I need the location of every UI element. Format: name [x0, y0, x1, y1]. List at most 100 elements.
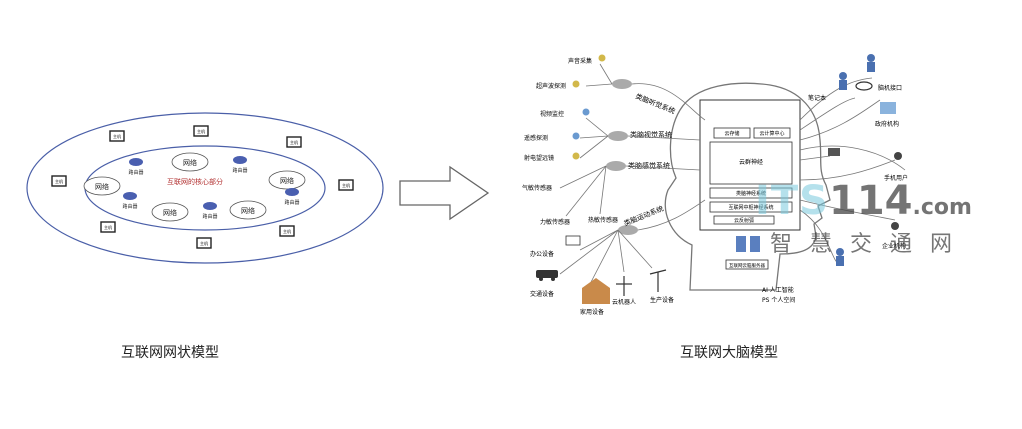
video-sensor-label: 视频监控 [540, 110, 564, 118]
svg-text:网络: 网络 [183, 158, 197, 167]
watermark-its: ITS [755, 178, 829, 224]
traffic-device-icon: 交通设备 [530, 270, 558, 298]
visual-system-hub: 类脑视觉系统 [608, 130, 672, 141]
svg-text:办公设备: 办公设备 [530, 250, 554, 258]
brain-interface-icon: 脑机接口 [855, 81, 902, 92]
svg-text:交通设备: 交通设备 [530, 290, 554, 298]
host-monitor-icon: 主机 [196, 237, 212, 249]
person-icon [867, 54, 875, 72]
server-icon: 互联网云脑服务器 [725, 236, 769, 270]
host-monitor-icon: 主机 [338, 179, 354, 191]
core-label: 互联网的核心部分 [167, 177, 223, 186]
mesh-model-caption: 互联网网状模型 [121, 345, 219, 361]
svg-text:主机: 主机 [342, 182, 350, 188]
svg-text:主机: 主机 [283, 228, 291, 234]
government-building-icon: 政府机构 [875, 102, 899, 128]
svg-text:主机: 主机 [200, 240, 208, 246]
network-cloud: 网络 [151, 202, 189, 222]
svg-text:路由器: 路由器 [202, 213, 217, 220]
head-outline [664, 82, 831, 291]
svg-text:类脑听觉系统: 类脑听觉系统 [634, 92, 676, 116]
auditory-system-hub: 类脑听觉系统 [612, 79, 677, 116]
svg-text:类脑神经系统: 类脑神经系统 [736, 190, 766, 197]
svg-text:云反射弧: 云反射弧 [734, 217, 754, 224]
brain-model-caption: 互联网大脑模型 [680, 345, 778, 361]
left-connections [559, 63, 706, 285]
svg-text:主机: 主机 [197, 128, 205, 134]
svg-text:云群神经: 云群神经 [739, 158, 763, 166]
network-cloud: 网络 [268, 170, 306, 190]
svg-text:家用设备: 家用设备 [580, 308, 604, 316]
router-icon: 路由器 [122, 192, 138, 210]
laptop-icon [828, 148, 840, 156]
host-monitor-icon: 主机 [279, 225, 295, 237]
svg-text:路由器: 路由器 [122, 203, 137, 210]
svg-text:主机: 主机 [290, 139, 298, 145]
mobile-users-icon: 手机用户 [884, 152, 908, 182]
transition-arrow-icon [399, 165, 490, 221]
sensor-icon [582, 108, 590, 116]
legend-ps: PS 个人空间 [762, 296, 795, 304]
svg-text:网络: 网络 [241, 206, 255, 215]
gas-sensor-label: 气敏传感器 [522, 184, 552, 192]
radio-sensor-label: 射电望远镜 [524, 154, 554, 162]
svg-text:网络: 网络 [280, 176, 294, 185]
office-device-icon: 办公设备 [530, 235, 581, 258]
sensor-icon [572, 152, 580, 160]
router-icon: 路由器 [202, 202, 218, 220]
svg-text:互联网云脑服务器: 互联网云脑服务器 [729, 262, 765, 269]
svg-text:手机用户: 手机用户 [884, 174, 908, 182]
router-icon: 路由器 [232, 156, 248, 174]
host-monitor-icon: 主机 [51, 175, 67, 187]
home-device-icon: 家用设备 [580, 278, 610, 316]
svg-text:路由器: 路由器 [284, 199, 299, 206]
svg-text:网络: 网络 [163, 208, 177, 217]
router-icon: 路由器 [284, 188, 300, 206]
laptop-label: 笔记本 [808, 94, 826, 102]
svg-text:脑机接口: 脑机接口 [878, 84, 902, 92]
motor-system-hub: 类脑运动系统 [618, 204, 665, 235]
watermark-domain: .com [912, 195, 972, 220]
svg-text:云存储: 云存储 [724, 130, 739, 137]
host-monitor-icon: 主机 [109, 130, 125, 142]
svg-text:生产设备: 生产设备 [650, 296, 674, 304]
svg-text:云计算中心: 云计算中心 [759, 130, 784, 137]
svg-text:类脑运动系统: 类脑运动系统 [622, 204, 664, 228]
network-cloud: 网络 [229, 200, 267, 220]
svg-text:类脑视觉系统: 类脑视觉系统 [630, 130, 672, 139]
sensor-icon [598, 54, 606, 62]
sensor-icon [572, 80, 580, 88]
svg-text:云机器人: 云机器人 [612, 298, 636, 306]
force-sensor-label: 力敏传感器 [540, 218, 570, 226]
person-icon [839, 72, 847, 90]
network-cloud: 网络 [83, 176, 121, 196]
production-device-icon: 生产设备 [649, 269, 674, 304]
svg-text:主机: 主机 [113, 133, 121, 139]
host-monitor-icon: 主机 [286, 136, 302, 148]
svg-text:路由器: 路由器 [232, 167, 247, 174]
brain-model-diagram: 云存储 云计算中心 云群神经 类脑神经系统 互联网中枢神经系统 云反射弧 类脑听… [500, 40, 1010, 330]
svg-text:政府机构: 政府机构 [875, 120, 899, 128]
watermark-subtitle: 智慧交通网 [770, 232, 971, 257]
sensory-system-hub: 类脑感觉系统 [606, 161, 670, 171]
ultrasonic-sensor-label: 超声波探测 [536, 82, 566, 90]
svg-text:网络: 网络 [95, 182, 109, 191]
svg-text:企业机构: 企业机构 [882, 242, 906, 250]
enterprise-icon: 企业机构 [882, 222, 906, 250]
host-monitor-icon: 主机 [100, 221, 116, 233]
heat-sensor-label: 热敏传感器 [588, 216, 618, 224]
outer-ellipse [26, 112, 384, 264]
mesh-model-diagram: 互联网的核心部分 网络 网络 网络 网络 网络 路由器 路由器 [20, 100, 390, 300]
svg-text:路由器: 路由器 [128, 169, 143, 176]
svg-text:类脑感觉系统: 类脑感觉系统 [628, 161, 670, 170]
person-icon [836, 248, 844, 266]
sensor-icon [572, 132, 580, 140]
host-monitor-icon: 主机 [193, 125, 209, 137]
network-cloud: 网络 [171, 152, 209, 172]
svg-text:主机: 主机 [55, 178, 63, 184]
brain-core: 云存储 云计算中心 云群神经 类脑神经系统 互联网中枢神经系统 云反射弧 [699, 99, 801, 231]
watermark-number: 114 [828, 178, 913, 224]
svg-text:互联网中枢神经系统: 互联网中枢神经系统 [728, 204, 773, 211]
robot-device-icon: 云机器人 [612, 276, 636, 306]
legend-ai: AI 人工智能 [762, 286, 794, 294]
